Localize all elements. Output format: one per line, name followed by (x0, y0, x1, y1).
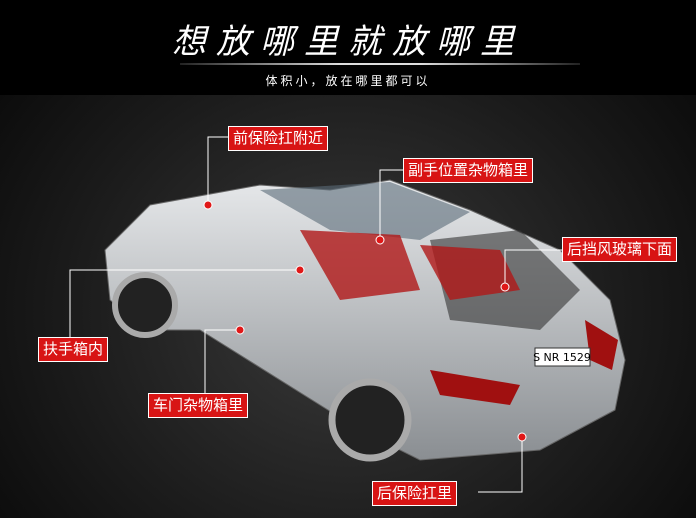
marker-dot (500, 282, 510, 292)
rear-wheel (328, 378, 412, 462)
divider (180, 63, 580, 65)
label-rear-window: 后挡风玻璃下面 (562, 237, 678, 262)
page-title: 想放哪里就放哪里 (172, 22, 524, 62)
label-front-bumper: 前保险扛附近 (228, 126, 329, 151)
license-plate: S NR 1529 (533, 351, 591, 364)
marker-dot (203, 200, 213, 210)
subtitle: 体积小，放在哪里都可以 (265, 74, 431, 88)
marker-dot (295, 265, 305, 275)
label-door-box: 车门杂物箱里 (148, 393, 249, 418)
marker-dot (517, 432, 527, 442)
front-wheel (112, 272, 178, 338)
marker-dot (235, 325, 245, 335)
label-passenger-box: 副手位置杂物箱里 (403, 158, 534, 183)
header-band (0, 0, 696, 95)
label-armrest: 扶手箱内 (38, 337, 109, 362)
label-rear-bumper: 后保险扛里 (372, 481, 458, 506)
marker-dot (375, 235, 385, 245)
